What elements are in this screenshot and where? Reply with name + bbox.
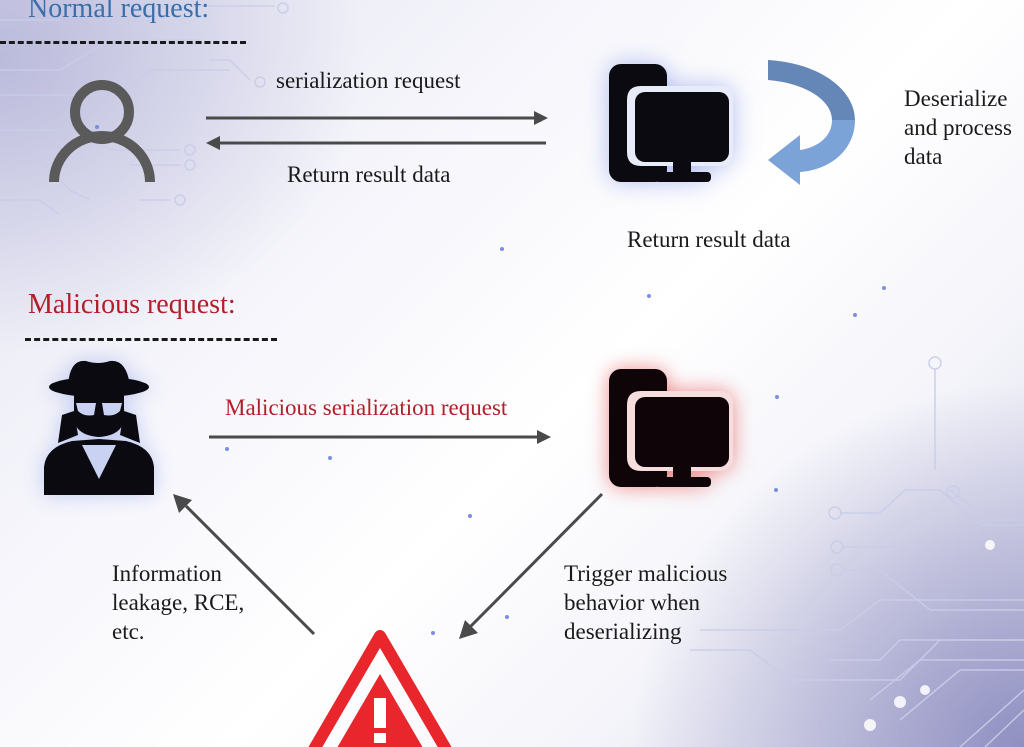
normal-arrows bbox=[206, 111, 548, 150]
process-label-line: data bbox=[904, 144, 943, 169]
malicious-request-title: Malicious request: bbox=[28, 289, 236, 320]
compromised-computer-icon bbox=[609, 369, 733, 487]
impact-arrow bbox=[173, 494, 316, 636]
trigger-arrow bbox=[459, 492, 604, 639]
hacker-spy-icon bbox=[44, 360, 154, 495]
impact-label-line: etc. bbox=[112, 619, 145, 644]
warning-triangle-icon bbox=[308, 630, 452, 747]
trigger-label-line: deserializing bbox=[564, 619, 682, 644]
normal-request-title: Normal request: bbox=[28, 0, 210, 24]
computer-devices-icon bbox=[609, 64, 733, 182]
trigger-label-line: behavior when bbox=[564, 590, 701, 615]
serialization-request-label: serialization request bbox=[276, 68, 461, 93]
process-label-line: Deserialize bbox=[904, 86, 1008, 111]
deserialize-process-label: Deserialize and process data bbox=[904, 84, 1012, 171]
request-arrow bbox=[206, 111, 548, 125]
trigger-label: Trigger malicious behavior when deserial… bbox=[564, 559, 727, 646]
malicious-title-divider bbox=[25, 338, 277, 341]
server-return-result-label: Return result data bbox=[627, 227, 791, 252]
response-arrow bbox=[206, 136, 546, 150]
malicious-serialization-request-label: Malicious serialization request bbox=[225, 395, 508, 420]
circular-arrow-icon bbox=[768, 60, 855, 185]
trigger-label-line: Trigger malicious bbox=[564, 561, 728, 586]
malicious-request-arrow bbox=[209, 430, 551, 444]
return-result-data-label: Return result data bbox=[287, 162, 451, 187]
impact-label-line: Information bbox=[112, 561, 222, 586]
process-label-line: and process bbox=[904, 115, 1012, 140]
user-outline-icon bbox=[49, 80, 155, 183]
impact-label: Information leakage, RCE, etc. bbox=[112, 559, 244, 646]
normal-title-divider bbox=[0, 41, 246, 44]
impact-label-line: leakage, RCE, bbox=[112, 590, 245, 615]
